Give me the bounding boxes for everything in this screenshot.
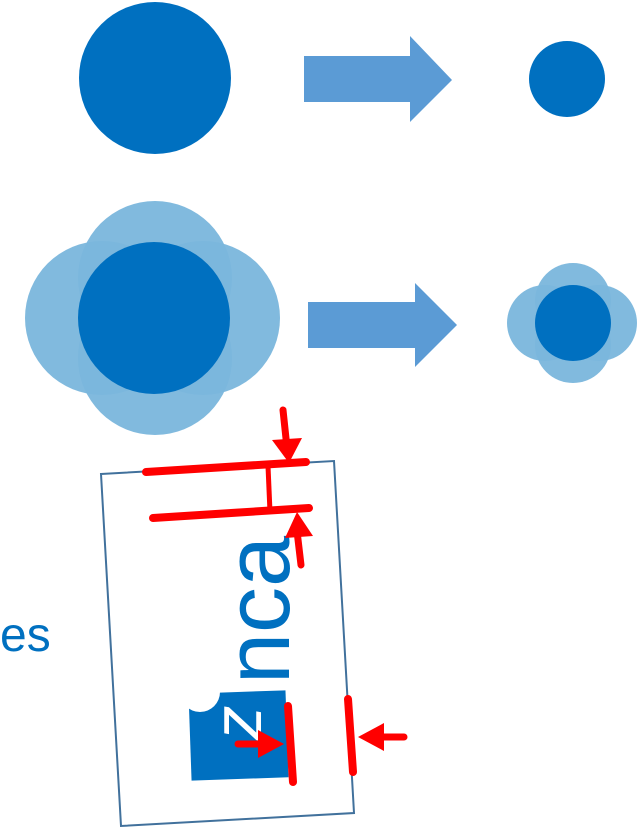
red-markers: [142, 406, 408, 786]
block-notch: [180, 672, 220, 712]
cropped-side-text: ses: [0, 609, 51, 662]
small-solid-circle: [529, 41, 605, 117]
right-arrow-icon: [308, 283, 457, 367]
row-circle-cluster: [25, 201, 637, 435]
red-pointer-arrow-icon: [272, 438, 302, 463]
tilted-label: nca z: [99, 406, 408, 828]
row-single-circle: [79, 2, 605, 154]
vertical-tick-top: [265, 465, 273, 513]
top-measure-line: [142, 458, 310, 476]
small-cluster-center-circle: [535, 285, 611, 361]
right-measure-line: [344, 695, 357, 776]
right-arrow-icon: [304, 36, 452, 122]
left-measure-line: [284, 702, 297, 786]
large-circle-cluster: [25, 201, 280, 435]
rotated-word: nca: [207, 535, 309, 684]
blue-block: [188, 690, 289, 781]
red-pointer-arrow-icon: [258, 730, 284, 758]
inner-measure-line: [149, 504, 313, 522]
red-pointer-arrow-icon: [358, 723, 384, 751]
rotated-text-group: nca: [207, 535, 309, 684]
small-circle-cluster: [507, 263, 637, 383]
red-pointer-arrow-icon: [285, 512, 313, 538]
large-solid-circle: [79, 2, 231, 154]
cluster-center-circle: [78, 242, 230, 394]
